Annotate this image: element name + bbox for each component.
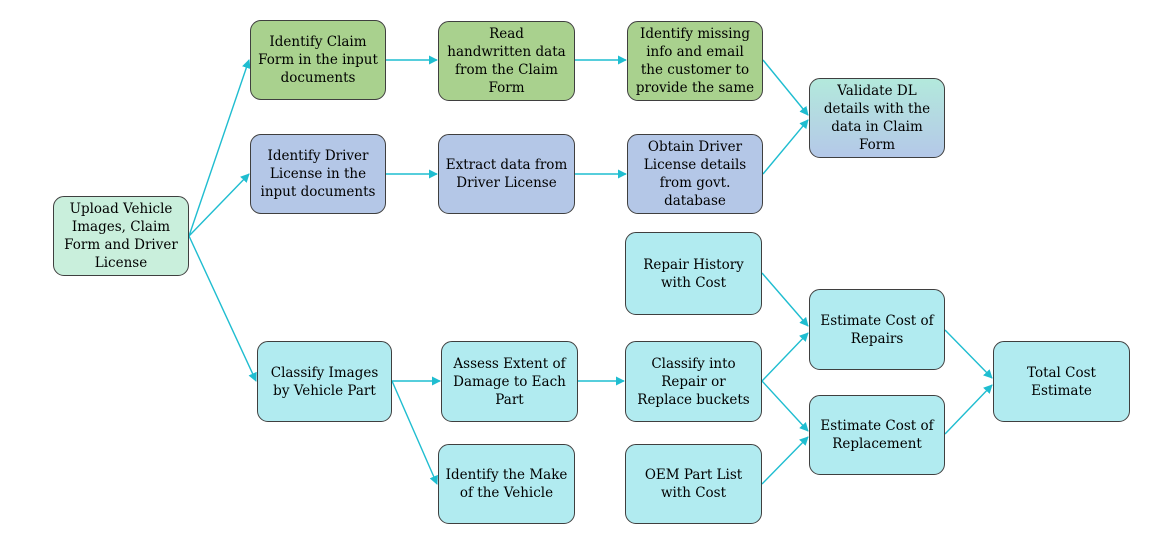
edge-buckets-to-replacement xyxy=(761,380,809,432)
node-identify-driver-license: Identify Driver License in the input doc… xyxy=(250,134,386,214)
edge-replacement-to-total xyxy=(944,384,993,435)
edge-missing-to-validate xyxy=(762,59,809,116)
node-label: OEM Part List with Cost xyxy=(644,467,743,501)
node-oem-part-list: OEM Part List with Cost xyxy=(625,444,762,524)
node-label: Obtain Driver License details from govt.… xyxy=(643,139,747,209)
node-estimate-repairs: Estimate Cost of Repairs xyxy=(809,289,945,370)
node-extract-dl-data: Extract data from Driver License xyxy=(438,134,575,214)
edge-buckets-to-repairs xyxy=(761,332,809,382)
node-identify-missing-info: Identify missing info and email the cust… xyxy=(627,21,763,101)
node-identify-vehicle-make: Identify the Make of the Vehicle xyxy=(438,444,575,524)
node-read-handwritten: Read handwritten data from the Claim For… xyxy=(438,21,575,101)
node-total-cost-estimate: Total Cost Estimate xyxy=(993,341,1130,422)
node-label: Repair History with Cost xyxy=(643,256,744,291)
edge-upload-to-identify-dl xyxy=(188,173,250,237)
node-label: Read handwritten data from the Claim For… xyxy=(447,26,566,96)
node-label: Identify missing info and email the cust… xyxy=(635,26,755,96)
node-label: Identify the Make of the Vehicle xyxy=(445,467,568,501)
node-classify-buckets: Classify into Repair or Replace buckets xyxy=(625,341,762,422)
edge-oem-to-replacement xyxy=(761,436,809,485)
node-label: Classify into Repair or Replace buckets xyxy=(637,355,750,408)
node-identify-claim-form: Identify Claim Form in the input documen… xyxy=(250,20,386,100)
node-label: Extract data from Driver License xyxy=(445,157,568,191)
node-assess-damage: Assess Extent of Damage to Each Part xyxy=(441,341,578,422)
edge-repairs-to-total xyxy=(944,329,993,379)
node-label: Total Cost Estimate xyxy=(1027,364,1096,399)
node-repair-history: Repair History with Cost xyxy=(625,232,762,315)
node-estimate-replacement: Estimate Cost of Replacement xyxy=(809,395,945,475)
node-classify-images: Classify Images by Vehicle Part xyxy=(257,341,392,422)
edge-upload-to-classify-images xyxy=(188,235,257,382)
node-label: Estimate Cost of Repairs xyxy=(820,312,934,347)
node-label: Upload Vehicle Images, Claim Form and Dr… xyxy=(64,201,178,271)
node-label: Assess Extent of Damage to Each Part xyxy=(453,355,566,408)
node-label: Identify Driver License in the input doc… xyxy=(260,148,376,200)
node-validate-dl: Validate DL details with the data in Cla… xyxy=(809,78,945,158)
node-label: Estimate Cost of Replacement xyxy=(820,418,934,452)
node-obtain-dl-details: Obtain Driver License details from govt.… xyxy=(627,134,763,214)
node-upload-documents: Upload Vehicle Images, Claim Form and Dr… xyxy=(53,196,189,276)
node-label: Classify Images by Vehicle Part xyxy=(270,364,379,399)
edge-obtain-to-validate xyxy=(762,119,809,175)
edge-upload-to-identify-claim xyxy=(188,59,251,237)
edge-classify-images-to-make xyxy=(391,380,438,485)
edge-repair-history-to-repairs xyxy=(761,272,809,327)
node-label: Validate DL details with the data in Cla… xyxy=(823,83,931,153)
node-label: Identify Claim Form in the input documen… xyxy=(258,34,378,86)
